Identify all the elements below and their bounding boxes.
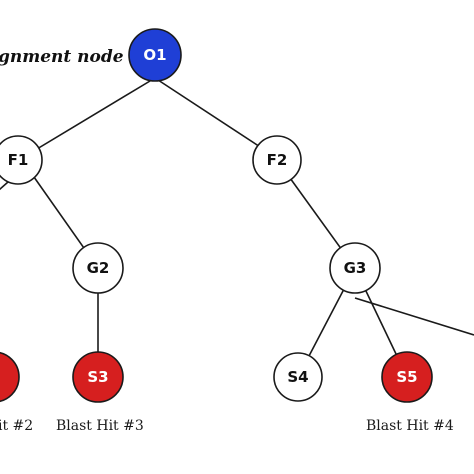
- node-s5-circle: [381, 351, 433, 403]
- diagram-title: gnment node: [0, 47, 124, 67]
- edge-f1-offleft: [0, 181, 9, 191]
- edge-g3-offright: [354, 297, 474, 336]
- node-f1: F1: [0, 135, 43, 185]
- node-s4: S4: [273, 352, 323, 402]
- edges: [0, 77, 474, 378]
- caption-hit-3: Blast Hit #3: [56, 418, 144, 434]
- node-f2-circle: [252, 135, 302, 185]
- edge-o1-f2: [154, 77, 278, 159]
- node-f2-label: F2: [267, 151, 288, 169]
- caption-hit-2: it #2: [0, 418, 33, 434]
- node-f2: F2: [252, 135, 302, 185]
- node-g2-label: G2: [87, 259, 110, 277]
- node-s3: S3: [72, 351, 124, 403]
- node-s-left-circle: [0, 351, 20, 403]
- node-o1: O1: [128, 28, 182, 82]
- node-s-left: [0, 351, 20, 403]
- node-f1-label: F1: [8, 151, 29, 169]
- node-g2-circle: [72, 242, 124, 294]
- node-o1-circle: [128, 28, 182, 82]
- node-g2: G2: [72, 242, 124, 294]
- node-s4-label: S4: [287, 368, 308, 386]
- node-g3: G3: [329, 242, 381, 294]
- edge-o1-f1: [21, 77, 156, 159]
- node-s4-circle: [273, 352, 323, 402]
- node-g3-circle: [329, 242, 381, 294]
- node-s3-label: S3: [87, 368, 108, 386]
- node-f1-circle: [0, 135, 43, 185]
- node-s5-label: S5: [396, 368, 417, 386]
- node-s3-circle: [72, 351, 124, 403]
- node-s5: S5: [381, 351, 433, 403]
- node-o1-label: O1: [143, 46, 166, 64]
- caption-hit-4: Blast Hit #4: [366, 418, 454, 434]
- node-g3-label: G3: [344, 259, 367, 277]
